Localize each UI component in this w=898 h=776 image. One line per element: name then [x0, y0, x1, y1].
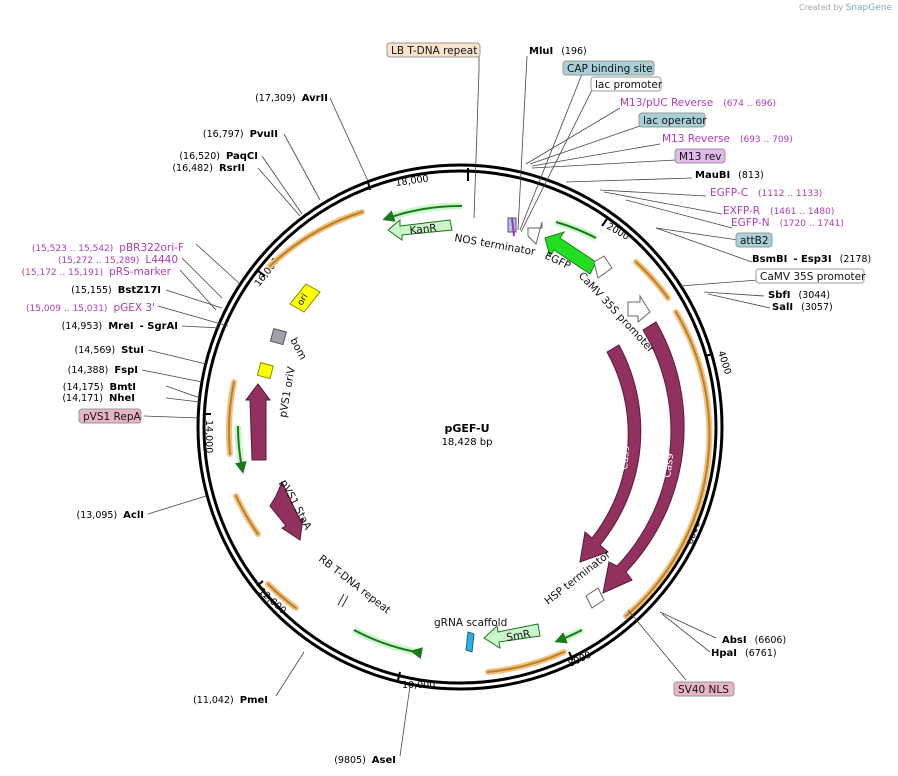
- box-pvs1-repa: pVS1 RepA: [78, 408, 142, 424]
- kanr-label: KanR: [409, 222, 437, 237]
- enzyme-pvuii: (16,797)PvuII: [203, 129, 278, 140]
- bom-label: bom: [287, 336, 309, 362]
- tick-label-18000: 18,000: [395, 173, 429, 189]
- enzyme-mrei-sgrai: (14,953)MreI- SgrAI: [62, 321, 178, 332]
- enzyme-bsmbi-esp3i: BsmBI- Esp3I(2178): [752, 254, 871, 265]
- nos-terminator-label: NOS terminator: [453, 232, 536, 258]
- enzyme-absi: AbsI(6606): [722, 635, 786, 646]
- pvs1-oriv-feature: [256, 362, 274, 380]
- grna-scaffold-label: gRNA scaffold: [434, 617, 507, 629]
- plasmid-name: pGEF-U: [444, 422, 489, 435]
- orange-feature-arcs: [225, 209, 713, 675]
- enzyme-bstz17i: (15,155)BstZ17I: [71, 285, 161, 296]
- svg-text:lac promoter: lac promoter: [595, 79, 663, 91]
- svg-text:CaMV 35S promoter: CaMV 35S promoter: [760, 271, 866, 283]
- enzyme-avrii: (17,309)AvrII: [255, 93, 328, 104]
- primer-prs-marker: (15,172 .. 15,191)pRS-marker: [22, 266, 172, 278]
- egfp-arrow: [544, 231, 597, 275]
- kanr-arrow: [387, 218, 453, 241]
- primer-egfp-c: EGFP-C(1112 .. 1133): [710, 187, 822, 199]
- enzyme-fspi: (14,388)FspI: [68, 365, 138, 376]
- enzyme-bmti: (14,175)BmtI: [63, 382, 136, 393]
- backbone-outer-ring: [196, 163, 724, 691]
- primer-pbr322ori-f: (15,523 .. 15,542)pBR322ori-F: [32, 242, 184, 254]
- smr-label: SmR: [505, 628, 531, 644]
- svg-text:lac operator: lac operator: [643, 115, 707, 127]
- enzyme-sbfi: SbfI(3044): [768, 290, 830, 301]
- enzyme-sali: SalI(3057): [772, 302, 833, 313]
- enzyme-hpai: HpaI(6761): [711, 648, 777, 659]
- cas9-inner-arrow: [579, 344, 642, 563]
- box-sv40-nls: SV40 NLS: [673, 681, 735, 697]
- snapgene-logo-text: SnapGene: [845, 3, 892, 13]
- pvs1-staa-arrow: [269, 480, 304, 541]
- grna-scaffold-feature: [465, 631, 475, 653]
- enzyme-nhei: (14,171)NheI: [62, 393, 135, 404]
- primer-m13-puc-reverse: M13/pUC Reverse(674 .. 696): [620, 97, 776, 109]
- rb-repeat-marks: [337, 593, 349, 608]
- box-m13-rev: M13 rev: [674, 148, 726, 164]
- snapgene-watermark: Created by SnapGene: [799, 3, 892, 13]
- bom-feature: [269, 328, 287, 346]
- box-attb2: attB2: [735, 232, 773, 248]
- box-lac-promoter: lac promoter: [590, 76, 663, 92]
- tick-label-14000: 14,000: [203, 420, 214, 453]
- box-lb-tdna-repeat: LB T-DNA repeat: [386, 42, 481, 58]
- backbone-inner-ring: [202, 169, 718, 685]
- green-feature-arcs: [234, 202, 598, 660]
- primer-l4440: (15,272 .. 15,289)L4440: [58, 254, 178, 266]
- enzyme-acli: (13,095)AclI: [77, 510, 144, 521]
- cas9-outer-arrow: [602, 321, 685, 594]
- enzyme-mlui: MluI(196): [529, 46, 587, 57]
- tick-marks: [203, 168, 714, 681]
- created-by-text: Created by: [799, 3, 844, 12]
- tick-label-8000: 8000: [567, 650, 594, 670]
- svg-text:CAP binding site: CAP binding site: [567, 63, 653, 75]
- enzyme-maubi: MauBI(813): [695, 170, 764, 181]
- primer-egfp-n: EGFP-N(1720 .. 1741): [731, 217, 844, 229]
- svg-text:SV40 NLS: SV40 NLS: [678, 684, 729, 696]
- rb-tdna-repeat-label: RB T-DNA repeat: [316, 553, 393, 616]
- enzyme-rsrii: (16,482)RsrII: [172, 163, 245, 174]
- tick-label-10000: 10,000: [402, 680, 435, 691]
- cas9-inner-label: Cas9: [619, 445, 632, 471]
- pvs1-repa-arrow: [245, 383, 271, 461]
- cas9-outer-label: Cas9: [662, 452, 676, 478]
- smr-arrow: [483, 623, 541, 650]
- primer-m13-reverse: M13 Reverse(693 .. 709): [662, 133, 793, 145]
- ori-arrow: [289, 283, 321, 313]
- plasmid-size: 18,428 bp: [442, 437, 493, 448]
- nos-terminator-marks: [507, 217, 517, 237]
- label-connector-lines: [141, 55, 771, 757]
- primer-exfp-r: EXFP-R(1461 .. 1480): [723, 205, 834, 217]
- primer-pgex-3: (15,009 .. 15,031)pGEX 3': [26, 302, 155, 314]
- enzyme-stui: (14,569)StuI: [75, 345, 144, 356]
- tick-label-4000: 4000: [715, 350, 733, 376]
- svg-text:pVS1 RepA: pVS1 RepA: [83, 411, 141, 423]
- promoter-arrows: [527, 221, 651, 609]
- enzyme-paqci: (16,520)PaqCI: [179, 151, 258, 162]
- svg-text:attB2: attB2: [740, 235, 769, 247]
- svg-text:M13 rev: M13 rev: [679, 151, 722, 163]
- enzyme-asei: (9805)AseI: [334, 755, 396, 766]
- box-cap-binding-site: CAP binding site: [562, 60, 655, 76]
- enzyme-pmei: (11,042)PmeI: [193, 695, 268, 706]
- box-camv-35s-promoter: CaMV 35S promoter: [755, 268, 866, 284]
- pvs1-oriv-label: pVS1 oriV: [277, 365, 298, 418]
- svg-text:LB T-DNA repeat: LB T-DNA repeat: [391, 45, 477, 57]
- box-lac-operator: lac operator: [638, 112, 707, 128]
